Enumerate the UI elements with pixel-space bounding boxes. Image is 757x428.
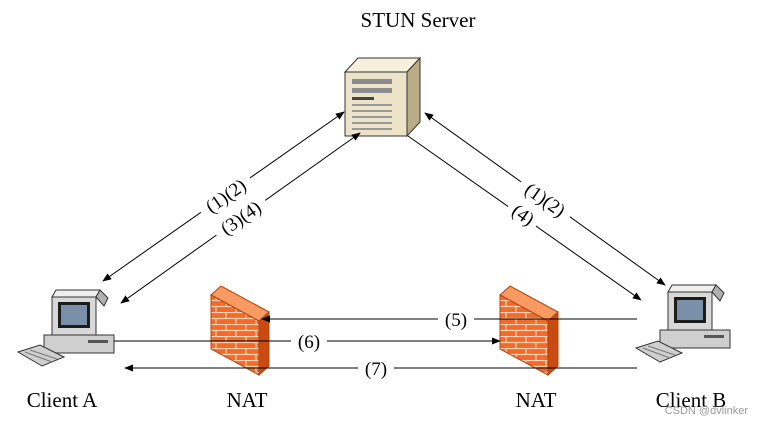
arrow-label-5: (5) xyxy=(445,310,467,331)
nat-right-label: NAT xyxy=(516,388,557,412)
nat-left-label: NAT xyxy=(227,388,268,412)
arrow-label-7: (7) xyxy=(365,359,387,380)
client-b-computer-icon xyxy=(634,284,731,363)
label-bg-a-lower xyxy=(210,192,272,244)
label-bg-5 xyxy=(438,308,474,330)
label-bg-b-upper xyxy=(514,174,576,226)
label-bg-b-lower xyxy=(503,197,543,233)
label-bg-6 xyxy=(291,330,327,352)
arrow-label-6: (6) xyxy=(298,332,320,353)
watermark: CSDN @dvlinker xyxy=(665,405,749,417)
client-a-computer-icon xyxy=(16,289,115,367)
stun-server-label: STUN Server xyxy=(361,8,476,32)
client-b-label: Client B xyxy=(656,388,727,412)
nat-left-firewall-icon xyxy=(210,285,270,377)
client-a-label: Client A xyxy=(27,388,98,412)
label-bg-7 xyxy=(358,357,394,379)
server-icon xyxy=(343,56,422,138)
label-bg-a-upper xyxy=(195,170,257,222)
nat-right-firewall-icon xyxy=(499,285,559,377)
